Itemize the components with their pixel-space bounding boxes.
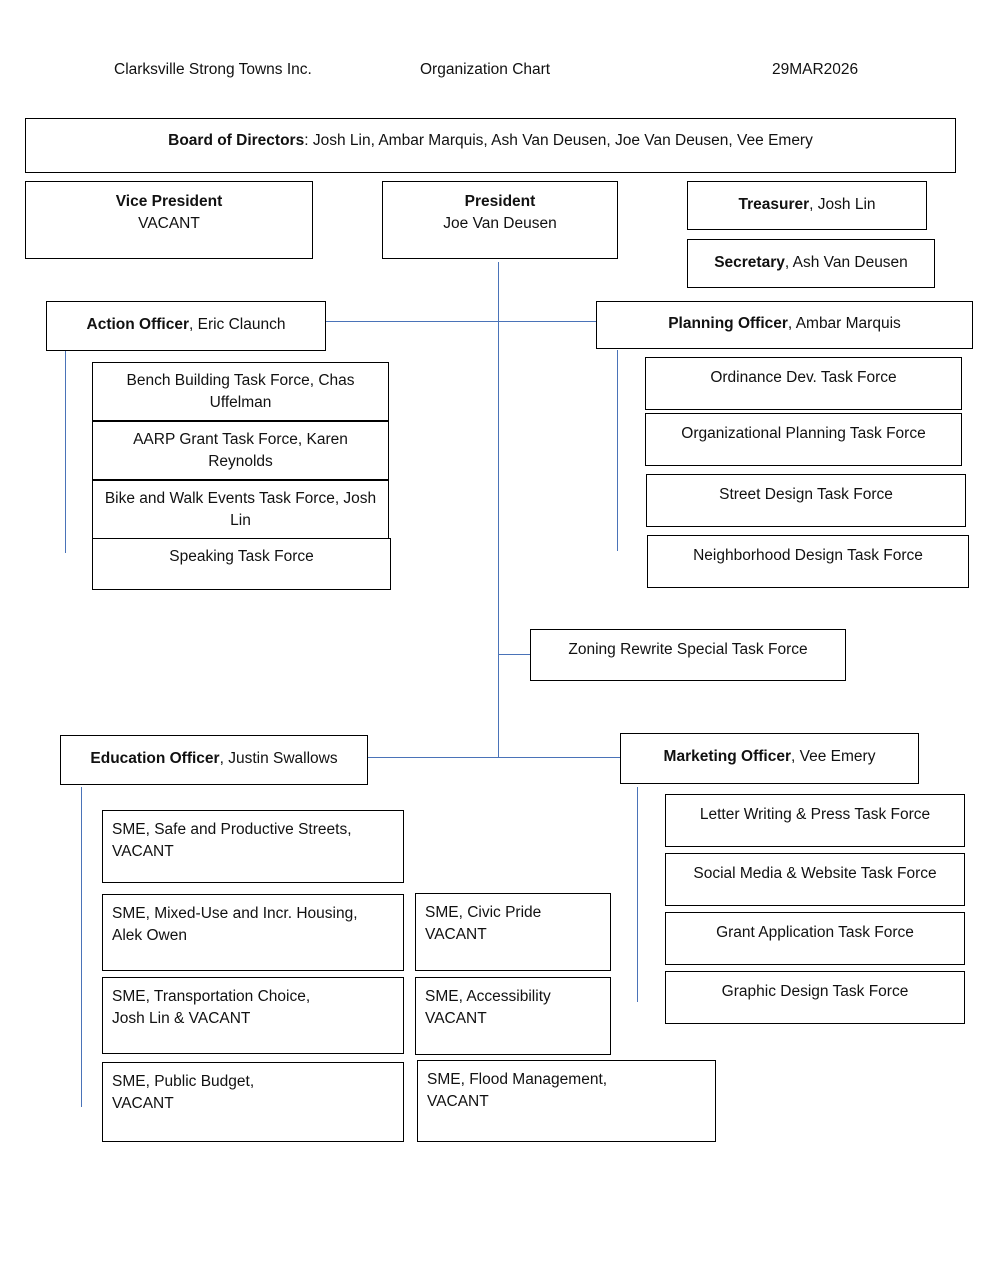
action-officer-branch-line xyxy=(65,351,67,553)
officer-row1-connector-right xyxy=(498,321,596,323)
header-organization: Clarksville Strong Towns Inc. xyxy=(114,61,312,78)
vice-president-role-label: Vice President xyxy=(115,193,223,210)
vice-president-box[interactable]: Vice President VACANT xyxy=(25,181,313,259)
education-sme-label-3a: SME, Transportation Choice, xyxy=(112,988,311,1005)
zoning-rewrite-special-task-force-label: Zoning Rewrite Special Task Force xyxy=(568,641,808,658)
action-officer-name-label: Eric Claunch xyxy=(197,316,286,333)
board-role-label: Board of Directors xyxy=(168,132,305,149)
secretary-box[interactable]: Secretary, Ash Van Deusen xyxy=(687,239,935,288)
planning-task-force-label-3: Street Design Task Force xyxy=(719,486,893,503)
marketing-officer-box[interactable]: Marketing Officer, Vee Emery xyxy=(620,733,919,784)
education-sme-box-5[interactable]: SME, Civic Pride VACANT xyxy=(415,893,611,971)
header-date: 29MAR2026 xyxy=(772,61,859,78)
board-of-directors-box[interactable]: Board of Directors: Josh Lin, Ambar Marq… xyxy=(25,118,956,173)
board-members-label: Josh Lin, Ambar Marquis, Ash Van Deusen,… xyxy=(312,132,813,149)
vice-president-name-label: VACANT xyxy=(138,215,200,232)
action-task-force-label-2: AARP Grant Task Force, Karen Reynolds xyxy=(133,431,348,470)
officer-row2-connector-right xyxy=(498,757,620,759)
education-sme-box-4[interactable]: SME, Public Budget, VACANT xyxy=(102,1062,404,1142)
officer-row1-connector-left xyxy=(326,321,498,323)
action-task-force-box-2[interactable]: AARP Grant Task Force, Karen Reynolds xyxy=(92,421,389,480)
treasurer-name-label: Josh Lin xyxy=(817,196,876,213)
education-sme-label-6b: VACANT xyxy=(425,1010,487,1027)
action-task-force-box-1[interactable]: Bench Building Task Force, Chas Uffelman xyxy=(92,362,389,421)
education-officer-role-label: Education Officer xyxy=(90,750,220,767)
action-task-force-box-4[interactable]: Speaking Task Force xyxy=(92,538,391,590)
planning-task-force-box-3[interactable]: Street Design Task Force xyxy=(646,474,966,527)
marketing-officer-name-label: Vee Emery xyxy=(799,748,876,765)
education-sme-label-1b: VACANT xyxy=(112,843,174,860)
planning-officer-box[interactable]: Planning Officer, Ambar Marquis xyxy=(596,301,973,349)
planning-task-force-label-2: Organizational Planning Task Force xyxy=(681,425,926,442)
treasurer-box[interactable]: Treasurer, Josh Lin xyxy=(687,181,927,230)
education-officer-branch-line xyxy=(81,787,83,1107)
education-sme-label-7a: SME, Flood Management, xyxy=(427,1071,608,1088)
education-sme-box-7[interactable]: SME, Flood Management, VACANT xyxy=(417,1060,716,1142)
marketing-task-force-label-2: Social Media & Website Task Force xyxy=(693,865,937,882)
marketing-task-force-label-3: Grant Application Task Force xyxy=(716,924,914,941)
marketing-officer-separator: , xyxy=(791,748,800,765)
education-sme-label-2a: SME, Mixed-Use and Incr. Housing, xyxy=(112,905,358,922)
education-sme-label-3b: Josh Lin & VACANT xyxy=(112,1010,251,1027)
planning-task-force-box-2[interactable]: Organizational Planning Task Force xyxy=(645,413,962,466)
planning-officer-separator: , xyxy=(787,315,796,332)
planning-task-force-label-4: Neighborhood Design Task Force xyxy=(693,547,923,564)
education-sme-label-6a: SME, Accessibility xyxy=(425,988,551,1005)
marketing-task-force-box-4[interactable]: Graphic Design Task Force xyxy=(665,971,965,1024)
treasurer-role-label: Treasurer xyxy=(738,196,810,213)
board-separator: : xyxy=(304,132,313,149)
marketing-officer-role-label: Marketing Officer xyxy=(663,748,792,765)
president-trunk-line-lower xyxy=(498,655,500,758)
zoning-branch-connector xyxy=(498,654,531,656)
header-title: Organization Chart xyxy=(420,61,551,78)
education-sme-label-1a: SME, Safe and Productive Streets, xyxy=(112,821,352,838)
education-officer-separator: , xyxy=(219,750,229,767)
marketing-task-force-box-3[interactable]: Grant Application Task Force xyxy=(665,912,965,965)
action-officer-role-label: Action Officer xyxy=(86,316,189,333)
planning-task-force-label-1: Ordinance Dev. Task Force xyxy=(710,369,897,386)
secretary-separator: , xyxy=(784,254,793,271)
action-task-force-box-3[interactable]: Bike and Walk Events Task Force, Josh Li… xyxy=(92,480,389,539)
action-task-force-label-1: Bench Building Task Force, Chas Uffelman xyxy=(126,372,355,411)
president-box[interactable]: President Joe Van Deusen xyxy=(382,181,618,259)
action-officer-box[interactable]: Action Officer, Eric Claunch xyxy=(46,301,326,351)
education-sme-label-2b: Alek Owen xyxy=(112,927,187,944)
planning-officer-branch-line xyxy=(617,350,619,551)
planning-officer-name-label: Ambar Marquis xyxy=(795,315,901,332)
treasurer-separator: , xyxy=(809,196,818,213)
president-trunk-line-mid xyxy=(498,322,500,655)
education-sme-label-4b: VACANT xyxy=(112,1095,174,1112)
president-role-label: President xyxy=(464,193,536,210)
planning-officer-role-label: Planning Officer xyxy=(668,315,788,332)
education-sme-box-2[interactable]: SME, Mixed-Use and Incr. Housing, Alek O… xyxy=(102,894,404,971)
zoning-rewrite-special-task-force-box[interactable]: Zoning Rewrite Special Task Force xyxy=(530,629,846,681)
secretary-role-label: Secretary xyxy=(714,254,785,271)
marketing-task-force-label-1: Letter Writing & Press Task Force xyxy=(699,806,931,823)
president-trunk-line-upper xyxy=(498,262,500,322)
education-sme-box-3[interactable]: SME, Transportation Choice, Josh Lin & V… xyxy=(102,977,404,1054)
marketing-task-force-box-1[interactable]: Letter Writing & Press Task Force xyxy=(665,794,965,847)
marketing-task-force-box-2[interactable]: Social Media & Website Task Force xyxy=(665,853,965,906)
action-task-force-label-4: Speaking Task Force xyxy=(169,548,314,565)
marketing-task-force-label-4: Graphic Design Task Force xyxy=(721,983,909,1000)
secretary-name-label: Ash Van Deusen xyxy=(792,254,908,271)
marketing-officer-branch-line xyxy=(637,787,639,1002)
president-name-label: Joe Van Deusen xyxy=(443,215,557,232)
education-sme-label-5b: VACANT xyxy=(425,926,487,943)
planning-task-force-box-1[interactable]: Ordinance Dev. Task Force xyxy=(645,357,962,410)
education-sme-label-5a: SME, Civic Pride xyxy=(425,904,542,921)
action-task-force-label-3: Bike and Walk Events Task Force, Josh Li… xyxy=(104,490,377,529)
planning-task-force-box-4[interactable]: Neighborhood Design Task Force xyxy=(647,535,969,588)
education-sme-label-7b: VACANT xyxy=(427,1093,489,1110)
education-officer-box[interactable]: Education Officer, Justin Swallows xyxy=(60,735,368,785)
action-officer-separator: , xyxy=(188,316,198,333)
education-officer-name-label: Justin Swallows xyxy=(228,750,338,767)
education-sme-box-6[interactable]: SME, Accessibility VACANT xyxy=(415,977,611,1055)
education-sme-label-4a: SME, Public Budget, xyxy=(112,1073,255,1090)
education-sme-box-1[interactable]: SME, Safe and Productive Streets, VACANT xyxy=(102,810,404,883)
officer-row2-connector-left xyxy=(368,757,498,759)
